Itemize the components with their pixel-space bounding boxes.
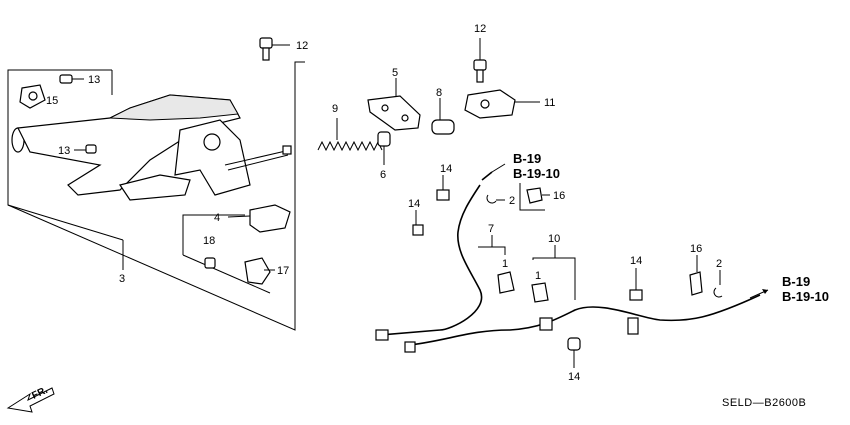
clip-16-upper	[526, 187, 550, 204]
callout-14-d: 14	[568, 371, 580, 383]
callout-15: 15	[46, 95, 58, 107]
bracket-11	[464, 89, 540, 119]
clip-15	[19, 84, 46, 109]
callout-1-right: 1	[535, 270, 541, 282]
pin-6	[377, 131, 391, 165]
bolt-13-upper	[59, 74, 84, 84]
callout-14-b: 14	[408, 198, 420, 210]
nut-14-b	[412, 210, 424, 236]
reference-upper-b19-10: B-19-10	[513, 166, 560, 181]
lever-assembly-frame	[7, 61, 305, 331]
callout-12-left: 12	[296, 40, 308, 52]
bolt-12-left	[259, 37, 290, 61]
callout-4: 4	[214, 212, 220, 224]
spring-9	[317, 118, 383, 152]
reference-right-b19-10: B-19-10	[782, 289, 829, 304]
callout-6: 6	[380, 169, 386, 181]
callout-13-upper: 13	[88, 74, 100, 86]
callout-12-right: 12	[474, 23, 486, 35]
front-direction-arrow: FR.	[6, 385, 55, 413]
equalizer-5	[367, 78, 421, 131]
clip-2-right	[713, 270, 723, 298]
callout-14-c: 14	[630, 255, 642, 267]
grommet-1-right	[531, 282, 549, 303]
brake-cable-10	[404, 245, 761, 353]
callout-9: 9	[332, 103, 338, 115]
grommet-1-left	[497, 271, 515, 294]
bracket-17	[244, 257, 275, 285]
callout-3: 3	[119, 273, 125, 285]
front-direction-label: FR.	[30, 385, 49, 402]
upper-reference-arrow	[491, 163, 506, 173]
bushing-8	[431, 98, 455, 135]
callout-5: 5	[392, 67, 398, 79]
reference-right-b19: B-19	[782, 274, 810, 289]
clip-2-upper	[486, 194, 505, 204]
upper-reference-area	[519, 183, 545, 211]
callout-11: 11	[544, 97, 555, 109]
callout-7: 7	[488, 223, 494, 235]
sub-frame	[182, 214, 271, 294]
nut-14-c	[629, 268, 643, 301]
callout-16-upper: 16	[553, 190, 565, 202]
bolt-18	[204, 257, 216, 269]
callout-16-right: 16	[690, 243, 702, 255]
callout-18: 18	[203, 235, 215, 247]
reference-upper-b19: B-19	[513, 151, 541, 166]
callout-10: 10	[548, 233, 560, 245]
nut-14-d	[567, 337, 581, 368]
callout-13-lower: 13	[58, 145, 70, 157]
callout-1-left: 1	[502, 258, 508, 270]
brake-cable-7	[375, 171, 506, 341]
brake-switch-4	[227, 204, 291, 233]
bolt-13-lower	[74, 144, 97, 154]
right-reference-arrow	[749, 289, 769, 299]
nut-14-a	[436, 175, 450, 201]
parking-brake-lever	[11, 94, 292, 201]
bolt-12-right	[473, 38, 487, 83]
callout-14-a: 14	[440, 163, 452, 175]
callout-2-upper: 2	[509, 195, 515, 207]
clip-16-right	[689, 255, 703, 296]
callout-17: 17	[277, 265, 289, 277]
callout-8: 8	[436, 87, 442, 99]
diagram-code: SELD—B2600B	[722, 397, 806, 409]
callout-2-right: 2	[716, 258, 722, 270]
